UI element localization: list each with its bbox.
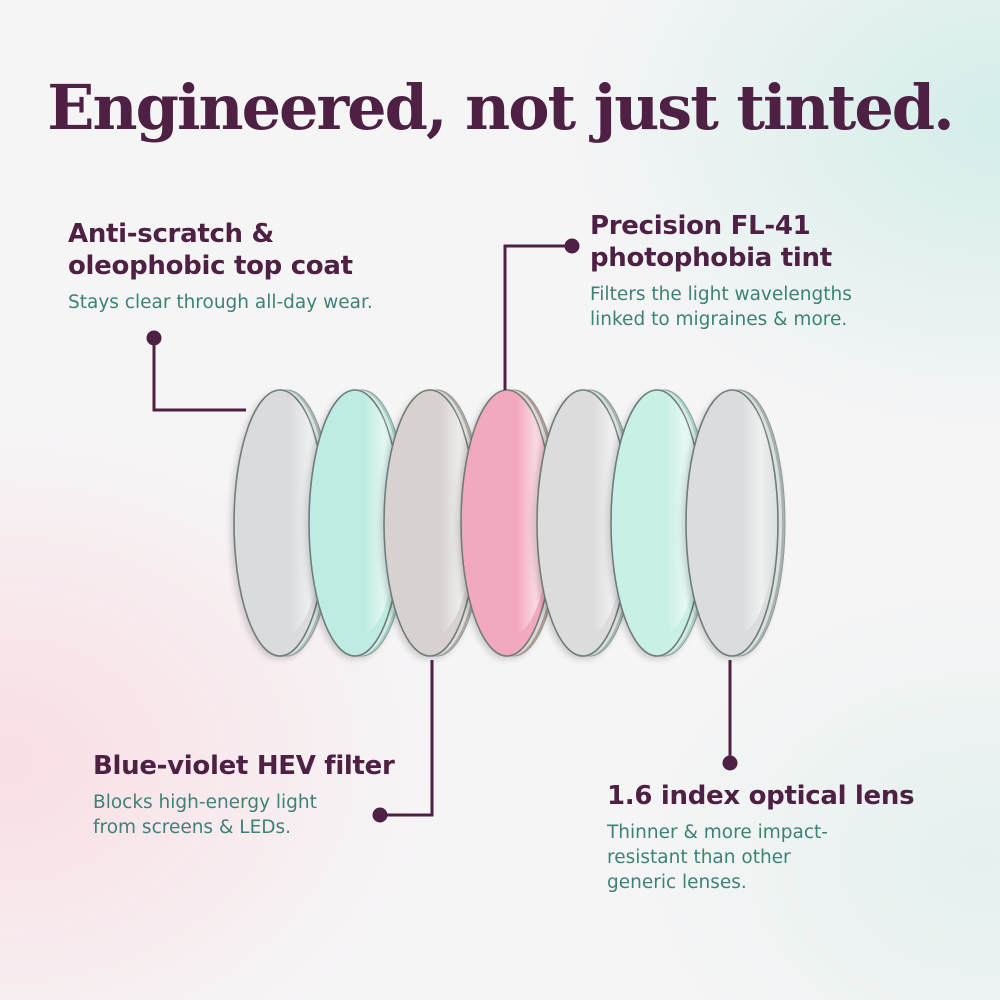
callout-fl41-tint: Precision FL-41 photophobia tint Filters… <box>590 210 950 332</box>
leader-line-fl41-tint <box>503 238 580 390</box>
lens-disc <box>383 389 484 657</box>
leader-line-top-coat <box>146 330 246 412</box>
callout-hev-filter: Blue-violet HEV filter Blocks high-energ… <box>93 750 453 840</box>
lens-disc <box>308 389 409 657</box>
leader-dot <box>146 330 162 346</box>
headline: Engineered, not just tinted. <box>47 71 954 144</box>
callout-title: Anti-scratch & oleophobic top coat <box>68 219 353 281</box>
lens-disc <box>685 389 786 657</box>
lens-disc <box>233 389 334 657</box>
leader-line-hev-filter <box>372 660 434 823</box>
leader-line-index-lens <box>722 660 738 771</box>
callout-title: Blue-violet HEV filter <box>93 751 395 781</box>
lens-stack <box>233 389 786 657</box>
callout-top-coat: Anti-scratch & oleophobic top coat Stays… <box>68 218 468 315</box>
leader-lines <box>146 238 738 823</box>
leader-dot <box>372 807 388 823</box>
callout-index-lens: 1.6 index optical lens Thinner & more im… <box>607 780 967 895</box>
lens-disc <box>536 389 637 657</box>
lens-disc <box>610 389 711 657</box>
callout-body: Thinner & more impact- resistant than ot… <box>607 822 828 893</box>
callout-body: Blocks high-energy light from screens & … <box>93 792 317 838</box>
callout-body: Stays clear through all-day wear. <box>68 292 373 313</box>
leader-dot <box>564 238 580 254</box>
callout-body: Filters the light wavelengths linked to … <box>590 284 852 330</box>
leader-dot <box>722 755 738 771</box>
callout-title: Precision FL-41 photophobia tint <box>590 211 832 273</box>
callout-title: 1.6 index optical lens <box>607 781 915 811</box>
